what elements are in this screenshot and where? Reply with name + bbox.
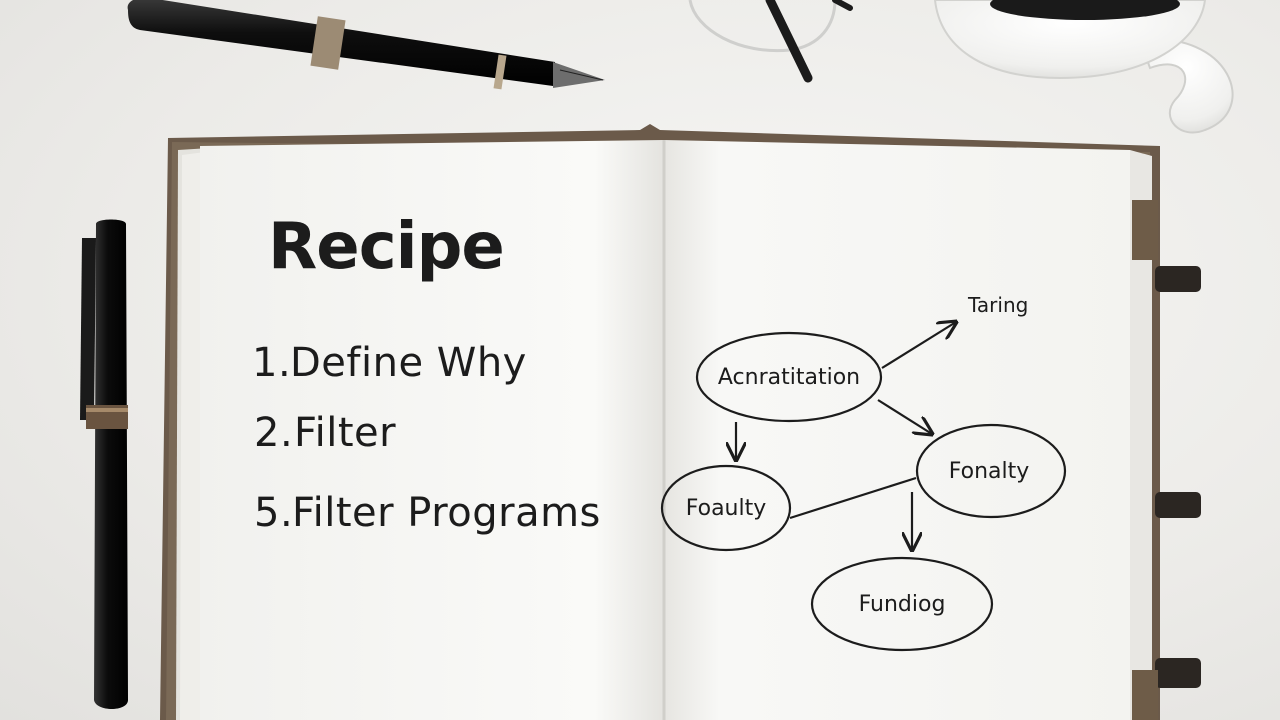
node-label: Acnratitation	[718, 365, 860, 390]
eyeglasses	[688, 0, 853, 83]
arrow-to-taring	[881, 322, 956, 369]
node-label: Fundiog	[859, 592, 946, 617]
diagram-node: Foaulty	[660, 464, 792, 552]
open-notebook	[160, 124, 1201, 720]
diagram-node: Acnratitation	[695, 331, 883, 423]
marker-pen	[80, 219, 128, 709]
coffee-mug	[933, 0, 1234, 134]
link-foaulty-fonalty	[789, 476, 917, 520]
node-label: Foaulty	[686, 496, 767, 521]
diagram-node: Fonalty	[915, 423, 1067, 519]
left-page: Recipe 1. Define Why 2. Filter 5. Filter…	[252, 210, 601, 536]
list-item-number: 2.	[254, 410, 293, 456]
fountain-pen	[127, 0, 605, 90]
binding-rings	[1132, 200, 1201, 720]
node-label: Fonalty	[949, 459, 1030, 484]
list-item-number: 5.	[254, 490, 293, 536]
arrow-to-fonalty	[877, 399, 932, 434]
list-item-text: Filter Programs	[292, 490, 601, 536]
floating-label: Taring	[967, 293, 1028, 317]
list-item-text: Define Why	[290, 340, 527, 386]
diagram-node: Fundiog	[810, 556, 994, 652]
list-item-text: Filter	[294, 410, 396, 456]
right-page-diagram: Acnratitation Foaulty Fonalty Fundiog Ta…	[660, 293, 1067, 652]
page-title: Recipe	[268, 210, 504, 284]
list-item-number: 1.	[252, 340, 291, 386]
